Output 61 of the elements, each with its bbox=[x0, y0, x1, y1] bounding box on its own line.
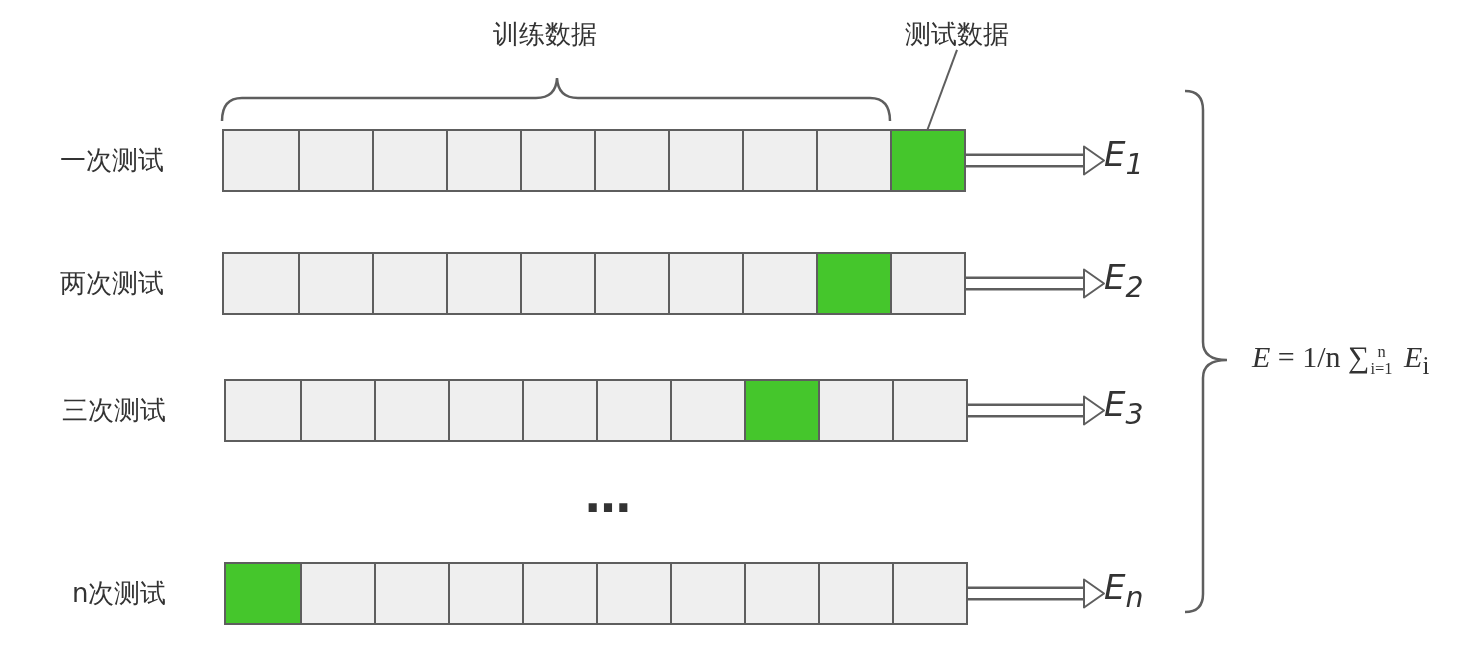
fold-cell bbox=[816, 131, 890, 190]
block-arrow bbox=[968, 395, 1105, 426]
fold-cell bbox=[670, 564, 744, 623]
fold-cell bbox=[668, 254, 742, 313]
fold-cell bbox=[742, 254, 816, 313]
bracket-label: 训练数据 bbox=[493, 20, 597, 50]
callout-label: 测试数据 bbox=[905, 20, 1009, 50]
ellipsis: … bbox=[585, 470, 631, 523]
row-label: 一次测试 bbox=[60, 146, 164, 176]
fold-cell bbox=[892, 564, 966, 623]
fold-cell bbox=[224, 254, 298, 313]
block-arrow bbox=[968, 578, 1105, 609]
fold-cell bbox=[520, 254, 594, 313]
fold-cell bbox=[374, 564, 448, 623]
fold-cell bbox=[594, 131, 668, 190]
leader-line bbox=[926, 48, 958, 132]
row-label: 两次测试 bbox=[60, 269, 164, 299]
error-symbol: E$_{3}$ bbox=[1104, 385, 1144, 432]
test-fold-cell bbox=[226, 564, 300, 623]
fold-cell bbox=[298, 131, 372, 190]
fold-cell bbox=[372, 131, 446, 190]
fold-cell bbox=[522, 381, 596, 440]
fold-cell bbox=[818, 564, 892, 623]
row-label: 三次测试 bbox=[62, 396, 166, 426]
formula: E = 1/n ∑$_{i=1}$$^{n}$ E$_{i}$ bbox=[1252, 340, 1430, 381]
fold-cell bbox=[596, 381, 670, 440]
fold-cell bbox=[300, 381, 374, 440]
fold-cell bbox=[520, 131, 594, 190]
fold-cell bbox=[668, 131, 742, 190]
fold-cell bbox=[446, 131, 520, 190]
data-strip bbox=[222, 252, 966, 315]
fold-cell bbox=[224, 131, 298, 190]
fold-cell bbox=[372, 254, 446, 313]
fold-cell bbox=[594, 254, 668, 313]
error-symbol: E$_{2}$ bbox=[1104, 258, 1144, 305]
row-label: n次测试 bbox=[72, 579, 167, 609]
fold-cell bbox=[744, 564, 818, 623]
fold-cell bbox=[446, 254, 520, 313]
block-arrow bbox=[966, 268, 1105, 299]
fold-cell bbox=[890, 254, 964, 313]
fold-cell bbox=[742, 131, 816, 190]
fold-cell bbox=[818, 381, 892, 440]
fold-cell bbox=[300, 564, 374, 623]
test-fold-cell bbox=[744, 381, 818, 440]
test-fold-cell bbox=[816, 254, 890, 313]
fold-cell bbox=[448, 564, 522, 623]
fold-cell bbox=[448, 381, 522, 440]
data-strip bbox=[222, 129, 966, 192]
block-arrow bbox=[966, 145, 1105, 176]
error-symbol: E$_{1}$ bbox=[1104, 135, 1144, 182]
data-strip bbox=[224, 562, 968, 625]
fold-cell bbox=[374, 381, 448, 440]
fold-cell bbox=[892, 381, 966, 440]
test-fold-cell bbox=[890, 131, 964, 190]
error-symbol: E$_{n}$ bbox=[1104, 568, 1144, 615]
fold-cell bbox=[670, 381, 744, 440]
data-strip bbox=[224, 379, 968, 442]
fold-cell bbox=[298, 254, 372, 313]
fold-cell bbox=[596, 564, 670, 623]
fold-cell bbox=[522, 564, 596, 623]
fold-cell bbox=[226, 381, 300, 440]
